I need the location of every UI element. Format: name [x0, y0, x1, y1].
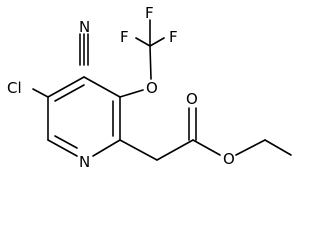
chlorine-label: Cl	[7, 79, 22, 97]
ester-oxygen-ethyl-bond	[235, 139, 266, 156]
cf3-f-right-bond	[149, 37, 165, 47]
nitrile-nitrogen-label: N	[79, 18, 90, 36]
ring-bond-c2-n1	[92, 139, 121, 157]
oxygen-cf3-bond	[149, 45, 152, 80]
ring-bond-c5-c4	[47, 76, 85, 98]
aryl-oxygen-bond	[119, 89, 144, 98]
cf3-f-left-bond	[135, 37, 151, 47]
fluorine-top-label: F	[145, 4, 154, 22]
ether-oxygen-label: O	[146, 79, 158, 97]
fluorine-left-label: F	[120, 28, 129, 46]
chemical-structure-diagram: N F F F O Cl N O O	[7, 4, 292, 171]
bonds	[32, 19, 292, 161]
ring-bond-c5-c4-inner	[54, 84, 85, 102]
ring-bond-n1-c6	[47, 139, 78, 157]
ch2-carbonyl-bond	[156, 139, 194, 161]
ring-nitrogen-label: N	[79, 153, 90, 171]
ring-bond-n1-c6-inner	[54, 135, 78, 149]
atom-labels: N F F F O Cl N O O	[7, 4, 235, 171]
carbonyl-oxygen-label: O	[186, 90, 198, 108]
ethyl-bond	[264, 139, 292, 156]
carbonyl-ester-oxygen-bond	[192, 139, 221, 156]
ester-oxygen-label: O	[223, 150, 235, 168]
ring-bond-c4-c3	[83, 76, 121, 98]
ring-ch2-bond	[119, 139, 158, 161]
fluorine-right-label: F	[169, 28, 178, 46]
chlorine-bond	[32, 88, 49, 98]
